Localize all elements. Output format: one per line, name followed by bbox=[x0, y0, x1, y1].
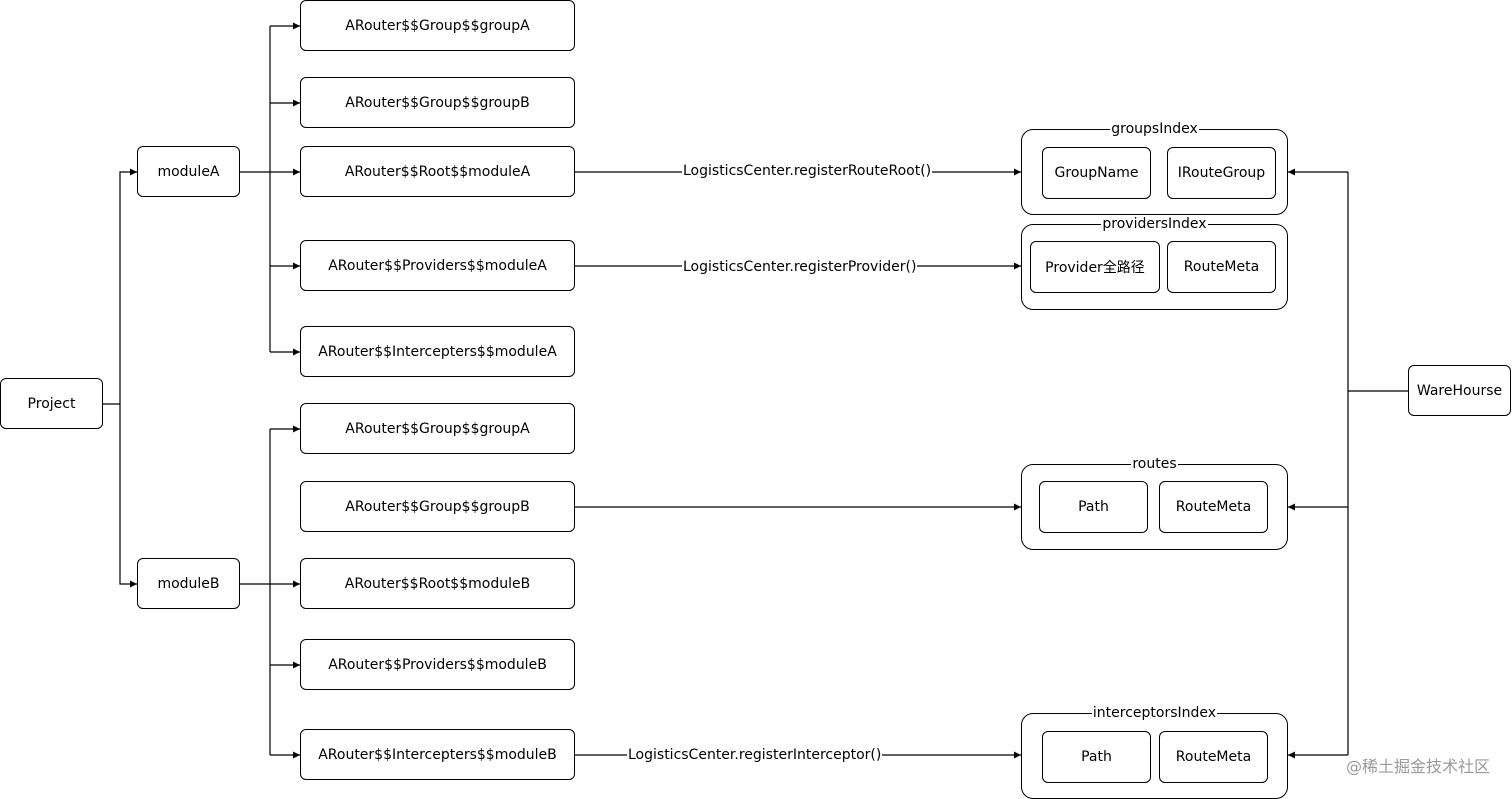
group-name-node: GroupName bbox=[1042, 147, 1151, 199]
provider-route-meta-node: RouteMeta bbox=[1167, 241, 1276, 293]
iroute-group-node: IRouteGroup bbox=[1167, 147, 1276, 199]
register-route-root-label: LogisticsCenter.registerRouteRoot() bbox=[682, 163, 933, 179]
groups-index-container: groupsIndex GroupName IRouteGroup bbox=[1021, 121, 1288, 215]
providers-index-container: providersIndex Provider全路径 RouteMeta bbox=[1021, 216, 1288, 310]
b-providers-node: ARouter$$Providers$$moduleB bbox=[300, 639, 575, 690]
provider-full-path-node: Provider全路径 bbox=[1030, 241, 1160, 293]
interceptors-index-title: interceptorsIndex bbox=[1091, 705, 1218, 721]
a-intercepters-node: ARouter$$Intercepters$$moduleA bbox=[300, 326, 575, 377]
routes-title: routes bbox=[1131, 456, 1178, 472]
interceptors-path-node: Path bbox=[1042, 731, 1151, 783]
b-root-node: ARouter$$Root$$moduleB bbox=[300, 558, 575, 609]
warehouse-node: WareHourse bbox=[1408, 365, 1511, 416]
a-group-b-node: ARouter$$Group$$groupB bbox=[300, 77, 575, 128]
b-group-a-node: ARouter$$Group$$groupA bbox=[300, 403, 575, 454]
register-interceptor-label: LogisticsCenter.registerInterceptor() bbox=[627, 747, 883, 763]
register-provider-label: LogisticsCenter.registerProvider() bbox=[682, 259, 918, 275]
module-b-node: moduleB bbox=[137, 558, 240, 609]
a-providers-node: ARouter$$Providers$$moduleA bbox=[300, 240, 575, 291]
providers-index-title: providersIndex bbox=[1101, 216, 1208, 232]
groups-index-title: groupsIndex bbox=[1110, 121, 1199, 137]
b-group-b-node: ARouter$$Group$$groupB bbox=[300, 481, 575, 532]
b-intercepters-node: ARouter$$Intercepters$$moduleB bbox=[300, 729, 575, 780]
routes-route-meta-node: RouteMeta bbox=[1159, 481, 1268, 533]
routes-path-node: Path bbox=[1039, 481, 1148, 533]
project-node: Project bbox=[0, 378, 103, 429]
a-root-node: ARouter$$Root$$moduleA bbox=[300, 146, 575, 197]
watermark-text: @稀土掘金技术社区 bbox=[1345, 757, 1490, 776]
a-group-a-node: ARouter$$Group$$groupA bbox=[300, 0, 575, 51]
interceptors-route-meta-node: RouteMeta bbox=[1159, 731, 1268, 783]
module-a-node: moduleA bbox=[137, 146, 240, 197]
interceptors-index-container: interceptorsIndex Path RouteMeta bbox=[1021, 705, 1288, 799]
routes-container: routes Path RouteMeta bbox=[1021, 456, 1288, 550]
